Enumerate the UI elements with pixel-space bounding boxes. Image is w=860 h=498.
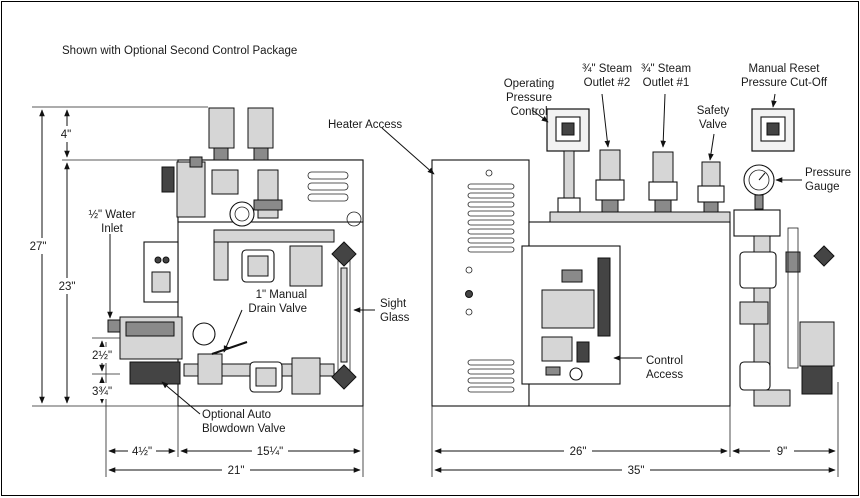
manual-drain-valve [197,353,223,385]
heater-vent-slots [467,183,515,393]
dim-35: 35" [628,465,645,477]
right-piping [733,209,835,407]
callout-leaders [107,93,802,415]
label-steam-outlet-1-2: Outlet #1 [643,77,690,89]
dim-3-75: 3¾" [92,386,112,398]
label-pressure-gauge-1: Pressure [805,167,851,179]
sight-glass-assembly [331,241,357,390]
label-manual-reset-1: Manual Reset [749,63,821,75]
operating-pressure-control [546,108,590,213]
safety-valve [697,161,725,213]
side-control-canister-1 [208,107,235,149]
side-vent-slots [307,171,362,227]
label-operating-pressure-3: Control [510,106,547,118]
label-water-inlet-1: ½" Water [88,209,135,221]
label-sight-glass-1: Sight [380,298,407,310]
label-control-access-2: Access [646,369,683,381]
label-steam-outlet-1-1: ¾" Steam [641,63,691,75]
side-control-canister-2 [247,107,274,149]
label-steam-outlet-2-1: ¾" Steam [582,63,632,75]
dim-27: 27" [30,241,47,253]
control-panel [521,245,621,385]
dim-21: 21" [228,465,245,477]
label-pressure-gauge-2: Gauge [805,181,840,193]
dim-23: 23" [59,281,76,293]
label-auto-blowdown-2: Blowdown Valve [202,423,286,435]
label-drain-valve-1: 1" Manual [256,289,307,301]
front-view [431,108,835,407]
dim-26: 26" [570,446,587,458]
dim-4-5: 4½" [132,446,152,458]
dim-2-5: 2½" [92,350,112,362]
side-view [107,107,364,407]
pressure-gauge [743,164,775,210]
label-steam-outlet-2-2: Outlet #2 [584,77,631,89]
dimension-labels: 27" 23" 4" 2½" 3¾" 4½" 15¼" 21" 26" 9" 3… [26,126,794,478]
label-heater-access: Heater Access [328,119,402,131]
label-safety-valve-1: Safety [697,105,730,117]
label-water-inlet-2: Inlet [101,223,124,235]
steam-outlet-2 [595,149,625,213]
label-auto-blowdown-1: Optional Auto [202,409,271,421]
label-manual-reset-2: Pressure Cut-Off [741,77,828,89]
label-safety-valve-2: Valve [699,119,727,131]
side-upper-pipe [213,229,335,243]
top-base [549,211,731,223]
header-note: Shown with Optional Second Control Packa… [62,45,297,57]
label-operating-pressure-1: Operating [504,78,555,90]
steam-outlet-1 [648,151,678,213]
label-drain-valve-2: Drain Valve [248,303,307,315]
dim-9: 9" [777,446,787,458]
side-valve-cluster [161,156,283,227]
manual-reset-pressure-cutoff [751,108,795,152]
label-control-access-1: Control [646,355,683,367]
callout-labels: Heater Access Operating Pressure Control… [88,63,851,435]
dim-4: 4" [61,129,71,141]
dim-15-25: 15¼" [257,446,283,458]
label-sight-glass-2: Glass [380,312,410,324]
label-operating-pressure-2: Pressure [506,92,552,104]
